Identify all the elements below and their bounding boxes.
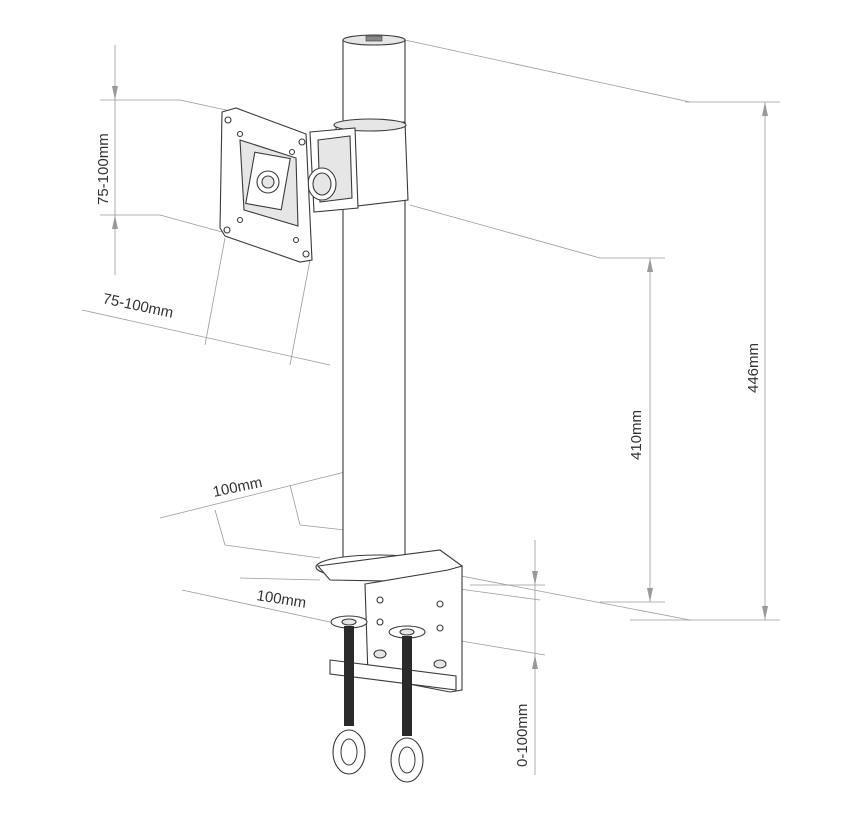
pole <box>342 34 406 571</box>
total-height-label: 446mm <box>745 343 762 393</box>
clamp-screws <box>330 615 426 783</box>
vesa-plate <box>219 107 313 263</box>
clamp-width-label: 100mm <box>255 587 307 612</box>
clamp-range-label: 0-100mm <box>514 704 531 767</box>
base-depth-label: 100mm <box>211 474 263 501</box>
pole-height-label: 410mm <box>628 410 645 460</box>
pole-collar <box>307 118 409 213</box>
dimension-arrows <box>112 86 768 669</box>
vesa-vertical-label: 75-100mm <box>95 133 112 205</box>
dimension-lines <box>81 39 780 775</box>
